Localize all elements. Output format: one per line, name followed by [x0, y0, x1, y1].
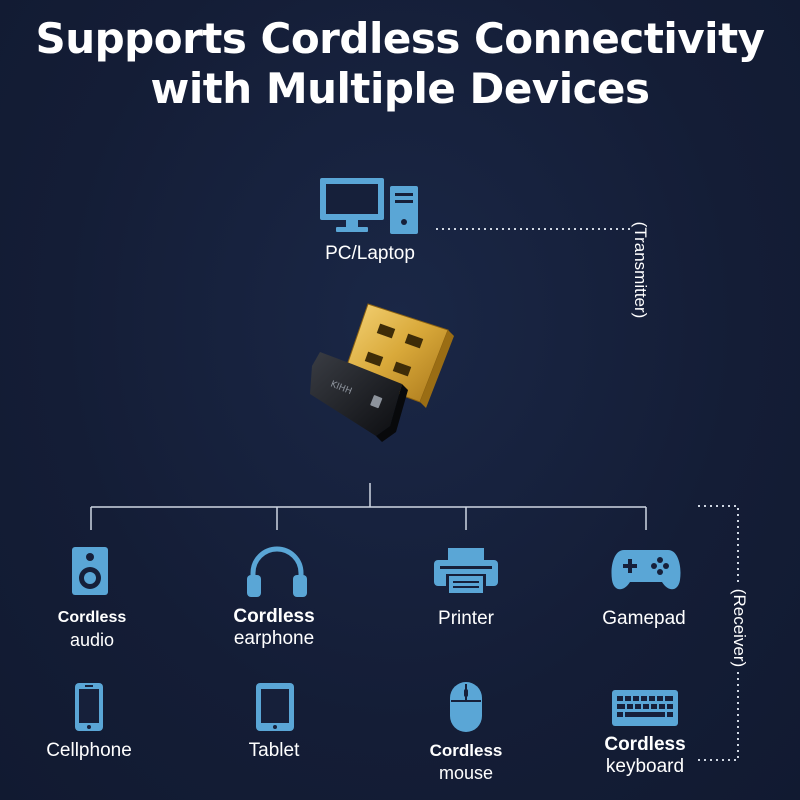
speaker-icon: [72, 547, 108, 595]
transmitter-label: (Transmitter): [631, 221, 650, 319]
receiver-bracket-top: [698, 505, 739, 585]
device-label-printer: Printer: [438, 608, 494, 629]
pc-icon: [320, 178, 418, 234]
device-label-cellphone: Cellphone: [46, 740, 132, 761]
printer-icon: [434, 548, 498, 594]
cellphone-icon: [75, 683, 103, 731]
receiver-bracket-bottom: [698, 672, 739, 761]
title-line-1: Supports Cordless Connectivity: [35, 14, 765, 63]
usb-adapter-image: KIHH: [310, 303, 454, 442]
title-line-2: with Multiple Devices: [150, 64, 650, 113]
gamepad-icon: [611, 550, 681, 590]
headphones-icon: [247, 546, 307, 597]
page-title: Supports Cordless Connectivity with Mult…: [0, 14, 800, 114]
tablet-icon: [256, 683, 294, 731]
device-label-tablet: Tablet: [248, 740, 300, 761]
receiver-label: (Receiver): [730, 588, 749, 668]
pc-laptop-label: PC/Laptop: [325, 243, 415, 264]
keyboard-icon: [612, 690, 678, 726]
device-label-gamepad: Gamepad: [602, 608, 686, 629]
mouse-icon: [450, 682, 482, 732]
